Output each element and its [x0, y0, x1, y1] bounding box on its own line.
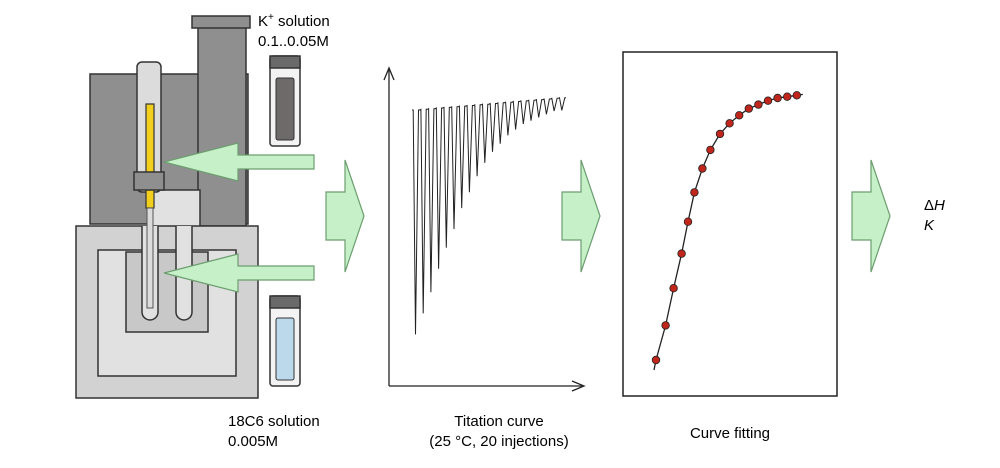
syringe-load-arrow — [163, 142, 315, 182]
flow-arrow-1 — [325, 159, 365, 273]
syringe-needle — [146, 207, 154, 309]
k-solution-label: K+ solution 0.1..0.05M — [258, 8, 330, 52]
titration-axes — [383, 66, 586, 392]
fit-point — [677, 249, 686, 258]
fit-point — [773, 93, 782, 103]
instrument-mid-block — [147, 189, 201, 231]
fit-point — [744, 104, 753, 113]
crown-solution-label: 18C6 solution 0.005M — [228, 412, 320, 452]
calorimeter-instrument — [75, 15, 259, 399]
titration-caption-conditions: (25 °C, 20 injections) — [429, 433, 569, 450]
instrument-cell-block — [125, 251, 209, 333]
fit-point — [690, 188, 699, 197]
fit-point — [683, 217, 693, 226]
syringe-plunger — [145, 103, 155, 209]
fitting-caption-title: Curve fitting — [689, 425, 771, 442]
instrument-column — [197, 25, 247, 227]
flow-arrow-2 — [561, 159, 601, 273]
crown-ether-vial — [269, 295, 301, 387]
result-delta-symbol: Δ — [924, 197, 935, 214]
fit-points — [651, 91, 801, 365]
syringe-collar — [133, 171, 165, 191]
fit-point — [698, 164, 707, 173]
fit-point — [792, 91, 801, 100]
flow-arrow-3 — [851, 159, 891, 273]
k-ion-symbol: K — [258, 13, 269, 30]
fit-point — [763, 96, 773, 105]
k-solution-concentration: 0.1..0.05M — [258, 33, 329, 50]
fit-point — [706, 145, 715, 155]
result-binding-constant: K — [924, 217, 935, 234]
cell-load-arrow — [163, 253, 315, 293]
fitting-caption: Curve fitting — [660, 424, 800, 444]
k-ion-charge: + — [268, 12, 274, 23]
fit-point — [651, 355, 661, 365]
k-solution-vial — [269, 55, 301, 147]
result-enthalpy: H — [934, 197, 945, 214]
crown-solution-concentration: 0.005M — [228, 433, 279, 450]
instrument-column-cap — [191, 15, 251, 29]
fit-point — [783, 92, 792, 101]
titration-caption-title: Titation curve — [454, 413, 544, 430]
k-solution-word: solution — [273, 13, 330, 30]
titration-trace — [412, 96, 566, 335]
fitting-panel-frame — [622, 51, 838, 397]
result-labels: ΔH K — [924, 196, 945, 236]
fit-point — [661, 321, 670, 330]
fit-point — [725, 119, 734, 128]
crown-solution-name: 18C6 solution — [228, 413, 320, 430]
fit-point — [735, 111, 744, 120]
fit-point — [669, 284, 678, 293]
fit-point — [715, 129, 725, 139]
fit-point — [754, 100, 763, 109]
titration-caption: Titation curve (25 °C, 20 injections) — [404, 412, 594, 452]
